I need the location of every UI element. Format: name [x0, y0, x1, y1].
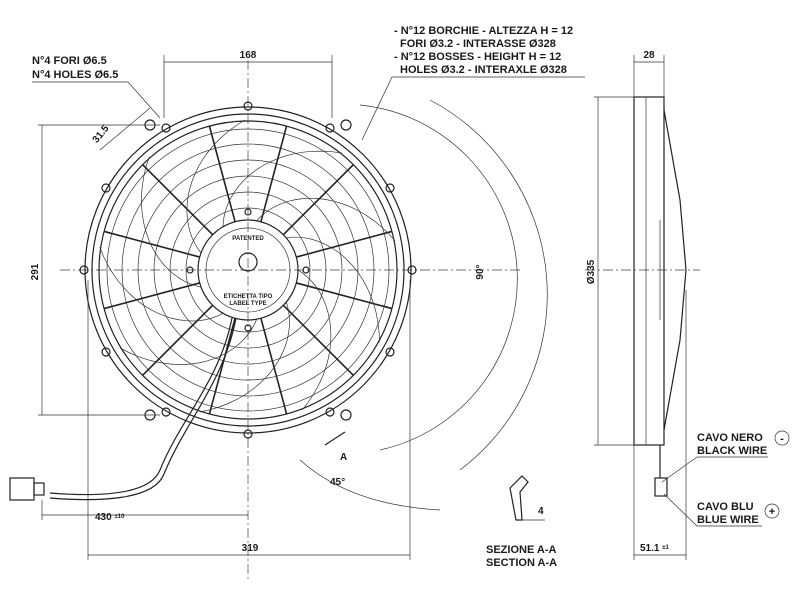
- mounting-boss: [407, 265, 417, 275]
- blade-curve: [199, 302, 290, 413]
- grille-spoke: [208, 318, 236, 415]
- blue-wire-it: CAVO BLU: [697, 501, 754, 513]
- mounting-boss: [243, 101, 253, 111]
- blade-curves: [99, 119, 396, 413]
- section-marker-a: A: [340, 452, 347, 463]
- blue-wire-en: BLUE WIRE: [697, 514, 759, 526]
- side-connector: [654, 477, 668, 497]
- cable: [49, 317, 233, 496]
- mounting-boss: [161, 123, 171, 133]
- grille-spoke: [296, 282, 393, 310]
- connector: [9, 477, 35, 501]
- mounting-boss: [79, 265, 89, 275]
- fan-side-view: 28 Ø335 51.1 ±1: [586, 50, 687, 560]
- grille-ring: [185, 207, 311, 333]
- grille-spoke: [260, 125, 288, 222]
- dim-cable-length: 430 ±10: [95, 512, 125, 523]
- dim-angle-45: 45°: [330, 477, 345, 488]
- grille-ring: [137, 159, 359, 381]
- dim-top-width: 168: [240, 50, 257, 61]
- grille-spoke: [260, 318, 288, 415]
- note-bosses-en-2: HOLES Ø3.2 - INTERAXLE Ø328: [400, 64, 567, 76]
- note-holes-en: N°4 HOLES Ø6.5: [32, 69, 118, 81]
- section-title-en: SECTION A-A: [486, 557, 557, 569]
- label-type-it: ETICHETTA TIPO: [224, 294, 273, 300]
- black-wire-en: BLACK WIRE: [697, 445, 767, 457]
- dim-depth-top: 28: [643, 50, 655, 61]
- grille-spoke: [296, 230, 393, 258]
- dim-overall-width: 319: [242, 543, 259, 554]
- front-dimensions: 168 291 31.5 319 430 ±10 90° 45° A: [30, 50, 548, 560]
- label-type-en: LABEL TYPE: [229, 301, 266, 307]
- mounting-boss: [385, 183, 395, 193]
- note-bosses-en-1: - N°12 BOSSES - HEIGHT H = 12: [394, 51, 561, 63]
- grille-ring: [169, 191, 327, 349]
- note-holes-it: N°4 FORI Ø6.5: [32, 55, 107, 67]
- grille-spoke: [103, 230, 200, 258]
- section-title-it: SEZIONE A-A: [486, 544, 557, 556]
- grille-spokes: [103, 125, 393, 415]
- grille-ring: [106, 128, 390, 412]
- mounting-boss: [325, 407, 335, 417]
- mounting-boss: [325, 123, 335, 133]
- mounting-hole: [340, 409, 352, 421]
- dim-hole-offset: 31.5: [91, 123, 112, 145]
- blade-curve: [186, 119, 245, 254]
- blade-curve: [286, 236, 380, 343]
- blade-curve: [99, 247, 224, 322]
- fan-front-view: PATENTED ETICHETTA TIPO LABEL TYPE: [9, 101, 417, 501]
- fan-shroud-outline: [84, 106, 412, 434]
- mounting-boss: [243, 429, 253, 439]
- blade-curve: [141, 157, 202, 288]
- section-a-a: 4 SEZIONE A-A SECTION A-A: [486, 475, 557, 569]
- dim-depth: 51.1 ±1: [640, 543, 670, 554]
- blade-curve: [222, 150, 342, 227]
- grille-spoke: [208, 125, 236, 222]
- negative-symbol: -: [780, 433, 784, 445]
- grille-spoke: [142, 304, 214, 376]
- grille-rings: [106, 128, 390, 412]
- section-profile: [509, 475, 529, 521]
- note-bosses-it-1: - N°12 BORCHIE - ALTEZZA H = 12: [394, 25, 573, 37]
- mounting-boss: [385, 347, 395, 357]
- wire-labels: CAVO NERO BLACK WIRE - CAVO BLU BLUE WIR…: [661, 430, 790, 527]
- blade-curve: [256, 197, 396, 241]
- grille-spoke: [142, 164, 214, 236]
- mounting-boss: [161, 407, 171, 417]
- dim-angle-90: 90°: [475, 264, 486, 279]
- positive-symbol: +: [769, 506, 775, 518]
- mounting-bosses: [79, 101, 417, 439]
- motor-hub: [197, 219, 299, 321]
- note-bosses-it-2: FORI Ø3.2 - INTERASSE Ø328: [400, 38, 556, 50]
- grille-ring: [121, 143, 375, 397]
- blade-curve: [119, 319, 258, 365]
- grille-spoke: [103, 282, 200, 310]
- grille-spoke: [282, 164, 354, 236]
- mounting-hole: [340, 119, 352, 131]
- black-wire-it: CAVO NERO: [697, 432, 763, 444]
- grille-spoke: [282, 304, 354, 376]
- dim-diameter: Ø335: [586, 259, 597, 284]
- mounting-boss: [101, 183, 111, 193]
- grille-ring: [153, 175, 343, 365]
- dim-height: 291: [30, 263, 41, 280]
- notes: N°4 FORI Ø6.5 N°4 HOLES Ø6.5 - N°12 BORC…: [32, 25, 585, 141]
- mounting-boss: [101, 347, 111, 357]
- blade-curve: [297, 269, 332, 411]
- dim-section: 4: [538, 506, 544, 517]
- patented-label: PATENTED: [232, 236, 264, 242]
- motor-shaft: [238, 252, 258, 272]
